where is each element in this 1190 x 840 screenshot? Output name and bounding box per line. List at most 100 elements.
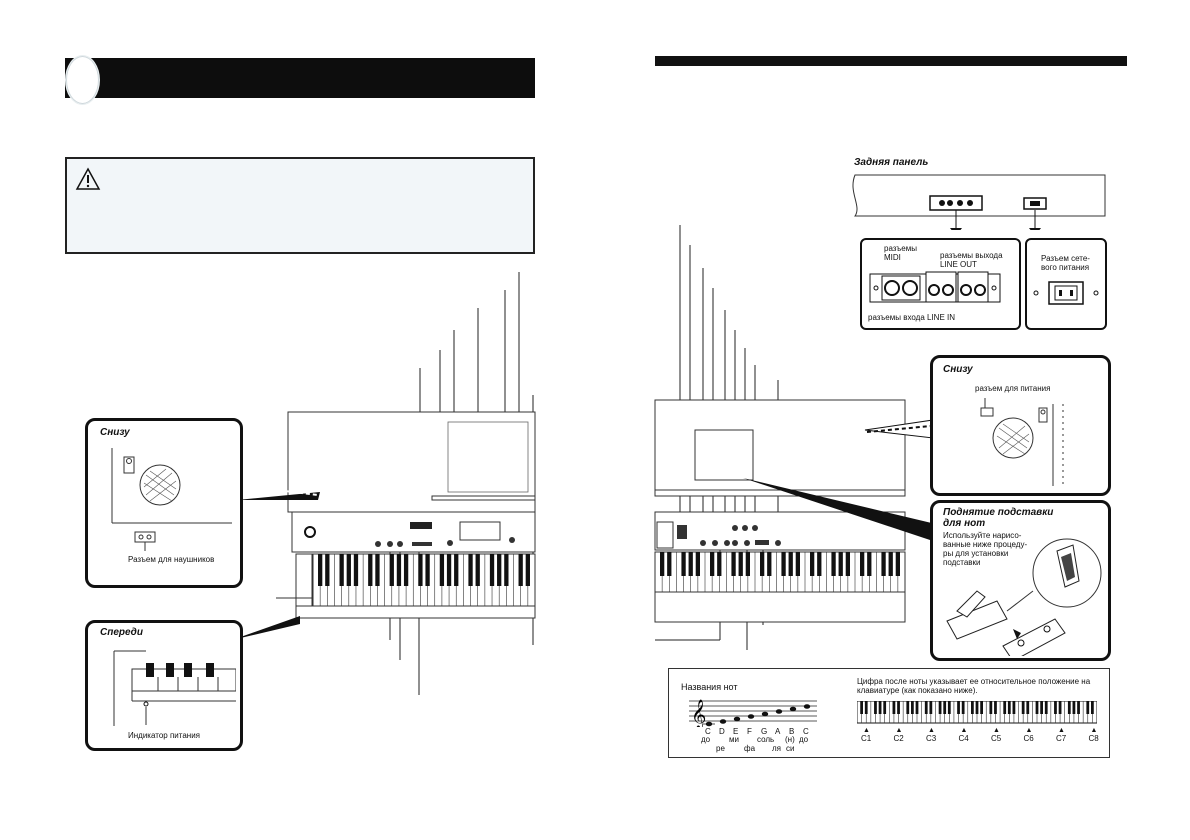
solfege-label: фа bbox=[744, 744, 756, 753]
solfege-label: (н) bbox=[785, 735, 795, 744]
black-key bbox=[881, 552, 886, 576]
black-key bbox=[897, 701, 900, 714]
front-view-drawing bbox=[113, 650, 236, 726]
black-key bbox=[867, 552, 872, 576]
power-socket-label: Разъем сете- вого питания bbox=[1041, 254, 1090, 272]
octave-label: C2 bbox=[893, 734, 904, 743]
solfege-label: ре bbox=[716, 744, 725, 753]
black-key bbox=[497, 554, 502, 586]
black-key bbox=[1026, 701, 1030, 714]
black-key bbox=[975, 701, 979, 714]
octave-label: C1 bbox=[861, 734, 872, 743]
black-key bbox=[845, 552, 850, 576]
section-title-bar bbox=[65, 58, 535, 98]
black-key bbox=[667, 552, 672, 576]
black-key bbox=[375, 554, 380, 586]
black-key bbox=[738, 552, 743, 576]
octave-marker-icon: ▲ bbox=[863, 727, 870, 734]
black-key bbox=[1044, 701, 1048, 714]
black-key bbox=[924, 701, 928, 714]
callout-title: Спереди bbox=[100, 627, 143, 638]
black-key bbox=[1007, 701, 1011, 714]
power-indicator-label: Индикатор питания bbox=[128, 731, 200, 740]
black-key bbox=[971, 701, 974, 714]
warning-icon bbox=[75, 167, 101, 190]
black-key bbox=[883, 701, 887, 714]
black-key bbox=[1086, 701, 1090, 714]
solfege-label: ля bbox=[772, 744, 781, 753]
note-letter: F bbox=[747, 727, 752, 736]
black-key bbox=[446, 554, 452, 586]
solfege-label: соль bbox=[757, 735, 775, 744]
octave-keyboard bbox=[857, 701, 1097, 724]
black-key bbox=[795, 552, 800, 576]
black-key bbox=[1058, 701, 1062, 714]
black-key bbox=[961, 701, 965, 714]
note-head bbox=[803, 704, 811, 709]
black-key bbox=[860, 552, 865, 576]
page-header-bar bbox=[655, 56, 1127, 66]
note-names-description: Цифра после ноты указывает ее относитель… bbox=[857, 677, 1091, 695]
bottom-view-drawing bbox=[111, 448, 232, 551]
note-head bbox=[719, 719, 727, 724]
black-key bbox=[1021, 701, 1025, 714]
black-key bbox=[454, 554, 459, 586]
black-key bbox=[1077, 701, 1080, 714]
connectors-panel bbox=[869, 271, 1001, 303]
solfege-label: до bbox=[799, 735, 809, 744]
power-jack-drawing bbox=[980, 398, 1064, 486]
solfege-label: си bbox=[786, 744, 795, 753]
black-key bbox=[418, 554, 423, 586]
black-key bbox=[475, 554, 480, 586]
note-letter: D bbox=[719, 727, 725, 736]
black-key bbox=[396, 554, 402, 586]
left-piano-illustration bbox=[232, 272, 536, 695]
black-key bbox=[425, 554, 430, 586]
rear-panel-title: Задняя панель bbox=[854, 157, 929, 168]
octave-label: C4 bbox=[958, 734, 969, 743]
note-letter: G bbox=[761, 727, 768, 736]
black-key bbox=[838, 552, 843, 576]
stand-steps-drawing bbox=[946, 538, 1102, 656]
midi-label: разъемы MIDI bbox=[884, 244, 917, 262]
octave-label: C8 bbox=[1088, 734, 1099, 743]
line-out-label: разъемы выхода LINE OUT bbox=[940, 251, 1003, 269]
black-key bbox=[518, 554, 523, 586]
power-connector-detail: Разъем сете- вого питания bbox=[1025, 238, 1107, 330]
octave-marker-icon: ▲ bbox=[960, 727, 968, 734]
note-letter: B bbox=[789, 727, 795, 736]
black-key bbox=[947, 701, 951, 714]
rear-connectors-detail: разъемы MIDI разъемы выхода LINE OUT раз… bbox=[860, 238, 1021, 330]
black-key bbox=[468, 554, 473, 586]
black-key bbox=[525, 554, 530, 586]
callout-title-line2: для нот bbox=[943, 518, 986, 529]
note-names-panel: Названия нот Цифра после ноты указывает … bbox=[668, 668, 1110, 758]
callout-title: Снизу bbox=[100, 427, 130, 438]
octave-label: C3 bbox=[926, 734, 937, 743]
front-view-callout: Спереди Индикатор питания bbox=[85, 620, 243, 751]
black-key bbox=[831, 552, 836, 576]
black-key bbox=[874, 701, 877, 714]
black-key bbox=[710, 552, 715, 576]
black-key bbox=[745, 552, 750, 576]
black-key bbox=[906, 701, 910, 714]
black-key bbox=[1054, 701, 1057, 714]
black-key bbox=[788, 552, 793, 576]
black-key bbox=[980, 701, 983, 714]
power-jack-callout: Снизу разъем для питания bbox=[930, 355, 1111, 496]
black-key bbox=[717, 552, 722, 576]
black-key bbox=[346, 554, 351, 586]
black-key bbox=[688, 552, 693, 576]
bottom-view-callout: Снизу Разъем для наушников bbox=[85, 418, 243, 588]
note-letter: E bbox=[733, 727, 739, 736]
black-key bbox=[817, 552, 822, 576]
black-key bbox=[353, 554, 359, 586]
black-key bbox=[1067, 701, 1071, 714]
right-piano-illustration bbox=[654, 225, 940, 650]
black-key bbox=[660, 552, 665, 576]
black-key bbox=[895, 552, 900, 576]
black-key bbox=[860, 701, 863, 714]
octave-marker-icon: ▲ bbox=[928, 727, 935, 734]
black-key bbox=[325, 554, 330, 586]
octave-marker-icon: ▲ bbox=[1058, 727, 1065, 734]
